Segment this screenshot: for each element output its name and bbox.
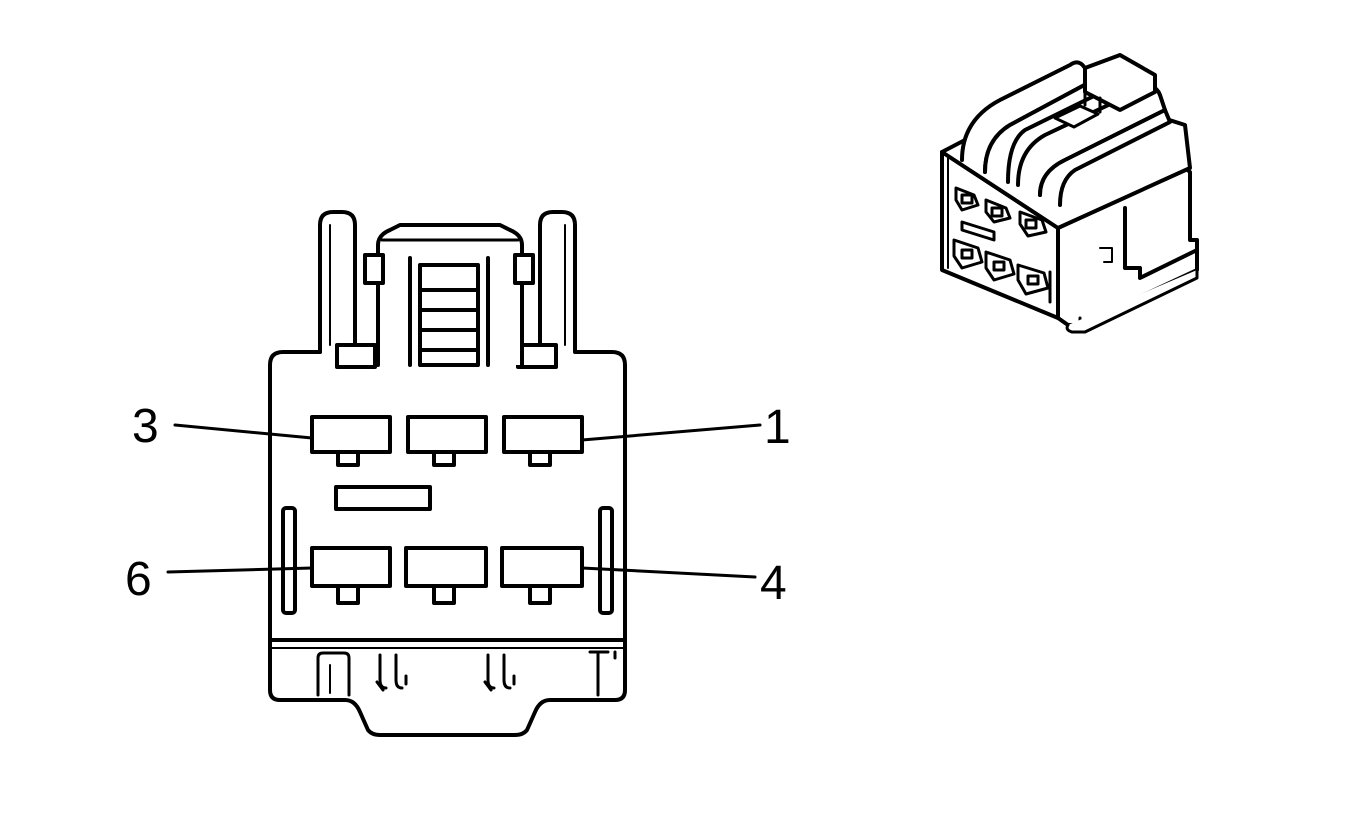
lock-side-left [363, 253, 385, 285]
callout-label-3: 3 [132, 400, 159, 453]
cavity-row1-center-key [432, 450, 456, 467]
callout-leader-6 [166, 566, 314, 574]
iso-cavity-row-1 [954, 186, 1048, 238]
iso-lock-bar [1083, 90, 1102, 114]
iso-lock-slot [1053, 104, 1100, 129]
left-latch-arm [318, 210, 357, 354]
callout-leader-3 [173, 423, 314, 440]
cavity-row2-right [500, 546, 584, 588]
callout-label-4: 4 [760, 557, 787, 610]
callout-label-6: 6 [125, 553, 152, 606]
iso-center-slot [960, 220, 996, 242]
left-guide-slot [281, 506, 297, 615]
housing-upper [268, 350, 627, 642]
right-latch-arm [538, 210, 582, 354]
right-guide-slot [598, 506, 614, 615]
cavity-row1-right [502, 415, 584, 454]
cavity-row2-left [310, 546, 392, 588]
callout-leader-4 [580, 566, 757, 579]
lock-side-right [513, 253, 535, 285]
cavity-row1-left [310, 415, 392, 454]
cavity-row2-right-key [528, 584, 552, 605]
callout-leader-1 [580, 423, 762, 442]
cavity-row1-right-key [528, 450, 552, 467]
connector-iso-view [940, 53, 1199, 334]
cavity-row2-center-key [432, 584, 456, 605]
iso-side-mark [1099, 247, 1113, 263]
housing-lower [268, 638, 627, 737]
cavity-row2-center [404, 546, 488, 588]
center-slot [334, 485, 432, 511]
iso-side-step [1123, 206, 1199, 280]
cavity-row1-center [406, 415, 488, 454]
callout-label-1: 1 [764, 401, 791, 454]
cavity-row2-left-key [336, 584, 360, 605]
iso-cavity-row-2 [952, 238, 1050, 296]
lower-tab-details [316, 650, 617, 697]
iso-bottom-lip [1065, 268, 1199, 334]
cavity-row1-left-key [336, 450, 360, 467]
connector-front-view [166, 210, 762, 737]
left-latch-foot [335, 343, 377, 369]
